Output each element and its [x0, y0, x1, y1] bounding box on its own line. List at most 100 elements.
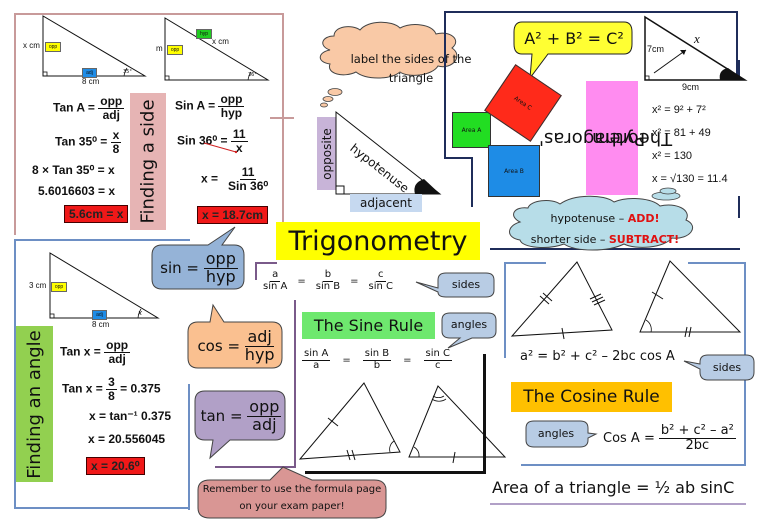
page-title: Trigonometry [276, 222, 480, 260]
sine-frame-right [483, 354, 486, 472]
step-value: x = 20.556045 [88, 432, 166, 446]
cloud-line-2-prefix: shorter side – [530, 233, 609, 246]
denominator: 8 [112, 141, 120, 156]
denominator: hyp [220, 105, 243, 120]
finding-angle-frame-top [14, 239, 144, 241]
pythagoras-frame-step2 [471, 157, 473, 207]
pythagoras-frame-step [444, 157, 473, 159]
numerator: opp [104, 338, 131, 353]
pythagoras-step: x² = 9² + 7² [652, 104, 706, 116]
sine-frame-left-top [255, 262, 257, 280]
denominator: hyp [205, 266, 236, 286]
sine-rule-triangles [298, 382, 507, 464]
area-b-square: Area B [488, 145, 540, 197]
tan-lhs: tan = [200, 407, 243, 425]
eq-lhs: Sin A [175, 98, 205, 113]
numerator: 3 [106, 375, 117, 390]
numerator: b² + c² – a² [658, 423, 736, 439]
sin-bubble-shape [151, 226, 286, 460]
cosine-angles-lhs: Cos A = [603, 430, 655, 446]
opp-tag: opp [167, 45, 183, 55]
angle-label: 35° [123, 69, 132, 75]
side2-label: 9cm [682, 82, 700, 92]
cos-lhs: cos = [197, 337, 241, 355]
cosine-rule-sides-formula: a² = b² + c² – 2bc cos A [520, 349, 675, 364]
cosine-frame-top-left [504, 262, 546, 264]
denominator: c [435, 359, 441, 371]
numerator: a [270, 269, 281, 282]
cloud-line-1-prefix: hypotenuse – [550, 212, 628, 225]
swap-arrow-icon [203, 142, 238, 154]
numerator: 11 [230, 127, 248, 142]
sine-frame-left [294, 300, 296, 466]
numerator: opp [203, 248, 238, 269]
side-label: 3 cm [29, 281, 47, 290]
cloud-hypotenuse-rule [509, 187, 693, 251]
step-value: 5.6016603 = x [38, 184, 116, 198]
numerator: sin A [302, 348, 331, 361]
side-label: m [156, 44, 163, 53]
area-a-square: Area A [452, 112, 491, 148]
sine-rule-title: The Sine Rule [302, 312, 435, 339]
triangle-finding-side-2 [164, 17, 270, 81]
base-label: 8 cm [82, 77, 100, 86]
side-label: x cm [23, 41, 40, 50]
eq-lhs: Tan x [60, 344, 91, 359]
pythagoras-frame-right2 [738, 196, 740, 218]
adj-tag: adj [82, 68, 97, 78]
pythagoras-step: x² = 130 [652, 150, 693, 162]
denominator: a [313, 359, 320, 371]
sine-frame-top [255, 262, 277, 264]
sin-lhs: sin = [160, 259, 199, 277]
eq-rhs: = 0.375 [120, 381, 161, 396]
pythagoras-formula: A² + B² = C² [524, 29, 624, 48]
finding-angle-label: Finding an angle [16, 326, 53, 482]
denominator: 2bc [685, 437, 710, 453]
denominator: hyp [244, 344, 275, 364]
sides-tag-bubble-shape [415, 272, 495, 298]
cloud-line-2: shorter side – SUBTRACT! [520, 229, 690, 250]
pythagoras-step: x² = 81 + 49 [652, 127, 711, 139]
numerator: 11 [239, 165, 257, 180]
hyp-tag: hyp [196, 29, 212, 39]
angle-label: 36° [248, 72, 257, 78]
finding-angle-frame-right [188, 384, 190, 510]
cosine-sides-tag-shape [683, 354, 755, 381]
pythagoras-frame-left [444, 11, 446, 159]
base-label: 8 cm [92, 320, 110, 329]
reminder-bubble-shape [197, 466, 387, 519]
answer-box: x = 20.6⁰ [86, 457, 145, 475]
cosine-angles-tag-shape [525, 420, 598, 448]
cosine-frame-left [504, 262, 506, 358]
numerator: c [376, 269, 386, 282]
pythagoras-steps: x² = 9² + 7² x² = 81 + 49 x² = 130 x = √… [652, 99, 728, 191]
equals-sign: = [350, 275, 359, 287]
pythagoras-speech-bubble [513, 21, 633, 80]
denominator: b [373, 359, 381, 371]
numerator: b [322, 269, 334, 282]
cloud-line-2-emph: SUBTRACT! [608, 233, 680, 246]
denominator: x [235, 140, 243, 155]
denominator: sin A [263, 280, 288, 292]
reminder-text: Remember to use the formula page on your… [202, 484, 382, 512]
hyp-label: x cm [212, 37, 229, 46]
adjacent-label: adjacent [350, 194, 422, 212]
sine-frame-bottom [215, 466, 296, 468]
cloud-label-sides [319, 21, 458, 108]
